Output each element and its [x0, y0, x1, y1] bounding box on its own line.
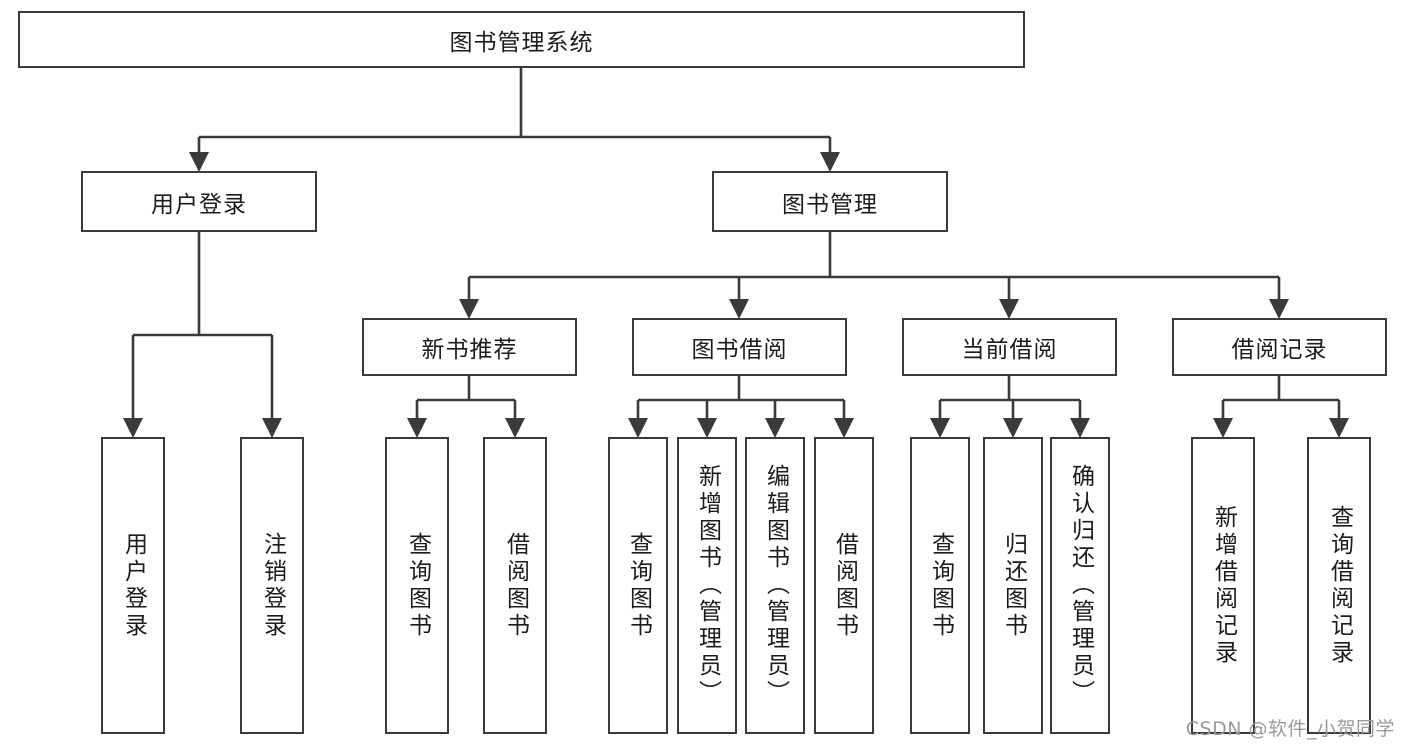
connector-book-borrow-to-leaves: [628, 376, 854, 438]
connector-user-login-to-leaves: [123, 232, 282, 438]
node-label: 用户登录: [151, 191, 247, 218]
node-level2-0[interactable]: 用户登录: [81, 171, 317, 232]
node-root-box[interactable]: 图书管理系统: [18, 11, 1025, 68]
node-leaf-5[interactable]: 新增图书（管理员）: [677, 437, 737, 734]
node-label: 图书借阅: [691, 337, 788, 363]
connector-current-borrow-to-leaves: [930, 376, 1090, 438]
connector-book-mgmt-to-level3: [459, 232, 1289, 319]
node-label: 用户登录: [120, 531, 147, 640]
node-leaf-12[interactable]: 查询借阅记录: [1307, 437, 1371, 734]
node-label: 借阅图书: [502, 531, 529, 640]
node-leaf-4[interactable]: 查询图书: [608, 437, 668, 734]
node-label: 确认归还（管理员）: [1067, 464, 1094, 707]
page-title: 图书管理系统: [449, 29, 594, 56]
node-leaf-8[interactable]: 查询图书: [910, 437, 970, 734]
node-leaf-6[interactable]: 编辑图书（管理员）: [745, 437, 805, 734]
node-leaf-2[interactable]: 查询图书: [385, 437, 449, 734]
node-leaf-7[interactable]: 借阅图书: [814, 437, 874, 734]
node-label: 编辑图书（管理员）: [762, 464, 789, 707]
node-label: 查询图书: [404, 531, 431, 640]
node-level3-2[interactable]: 当前借阅: [902, 318, 1117, 376]
node-label: 查询图书: [927, 531, 954, 640]
node-label: 借阅记录: [1231, 337, 1328, 363]
watermark: CSDN @软件_小贺同学: [1185, 718, 1395, 740]
node-leaf-9[interactable]: 归还图书: [983, 437, 1043, 734]
node-leaf-11[interactable]: 新增借阅记录: [1191, 437, 1255, 734]
connector-root-to-level2: [189, 68, 840, 172]
node-label: 借阅图书: [831, 531, 858, 640]
node-leaf-0[interactable]: 用户登录: [101, 437, 165, 734]
connector-new-book-rec-to-leaves: [407, 376, 525, 438]
node-level2-1[interactable]: 图书管理: [712, 171, 948, 232]
node-label: 当前借阅: [961, 337, 1058, 363]
node-label: 新增借阅记录: [1210, 504, 1237, 667]
node-level3-3[interactable]: 借阅记录: [1172, 318, 1387, 376]
node-leaf-3[interactable]: 借阅图书: [483, 437, 547, 734]
node-leaf-10[interactable]: 确认归还（管理员）: [1050, 437, 1110, 734]
node-leaf-1[interactable]: 注销登录: [240, 437, 304, 734]
node-level3-0[interactable]: 新书推荐: [362, 318, 577, 376]
node-label: 查询图书: [625, 531, 652, 640]
node-label: 注销登录: [259, 531, 286, 640]
node-level3-1[interactable]: 图书借阅: [632, 318, 847, 376]
node-label: 归还图书: [1000, 531, 1027, 640]
connector-borrow-record-to-leaves: [1213, 376, 1349, 438]
node-label: 新书推荐: [421, 337, 518, 363]
node-label: 新增图书（管理员）: [694, 464, 721, 707]
node-label: 图书管理: [782, 191, 878, 218]
node-label: 查询借阅记录: [1326, 504, 1353, 667]
